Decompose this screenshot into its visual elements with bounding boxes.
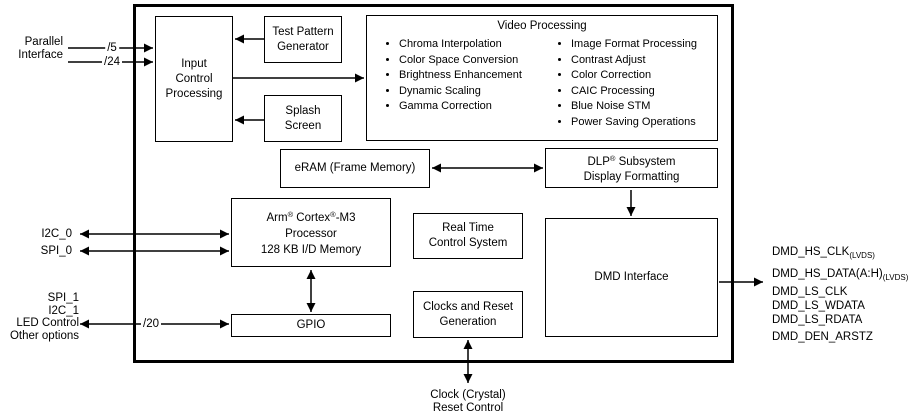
signal-label-line2: Reset Control <box>432 402 504 414</box>
video-feature-list-left: Chroma Interpolation Color Space Convers… <box>367 37 539 131</box>
dlp-word: DLP <box>587 156 610 168</box>
signal-i2c0: I2C_0 <box>41 228 72 240</box>
signal-dmd-ls-wdata: DMD_LS_WDATA <box>772 300 865 312</box>
block-label-line2: Display Formatting <box>583 171 680 183</box>
block-label-line2: Processor <box>285 228 337 240</box>
block-gpio: GPIO <box>231 314 391 337</box>
signal-other-options: Other options <box>9 329 79 342</box>
signal-name: DMD_LS_WDATA <box>772 300 865 312</box>
signal-name: DMD_LS_CLK <box>772 286 848 298</box>
block-test-pattern-generator: Test Pattern Generator <box>264 16 342 63</box>
block-splash-screen: Splash Screen <box>264 95 342 142</box>
signal-spi1: SPI_1 <box>47 292 79 304</box>
signal-dmd-ls-rdata: DMD_LS_RDATA <box>772 314 862 326</box>
block-video-processing: Video Processing Chroma Interpolation Co… <box>366 15 718 141</box>
video-feature-item: Color Correction <box>571 68 717 84</box>
registered-trademark-icon: ® <box>609 154 616 163</box>
bus-width-label-20: /20 <box>141 318 161 330</box>
block-dmd-interface: DMD Interface <box>545 218 718 337</box>
video-feature-item: Dynamic Scaling <box>399 84 539 100</box>
video-feature-item: CAIC Processing <box>571 84 717 100</box>
block-label-line1: DLP® Subsystem <box>588 151 676 170</box>
video-feature-item: Brightness Enhancement <box>399 68 539 84</box>
block-label: GPIO <box>296 319 326 331</box>
signal-dmd-den-arstz: DMD_DEN_ARSTZ <box>772 331 873 343</box>
signal-group-spi1-i2c1-led: SPI_1 I2C_1 LED Control Other options <box>0 292 79 342</box>
block-clocks-and-reset-generation: Clocks and Reset Generation <box>413 291 523 338</box>
video-feature-item: Contrast Adjust <box>571 53 717 69</box>
block-dlp-subsystem-display-formatting: DLP® Subsystem Display Formatting <box>545 148 718 188</box>
block-label-line3: 128 KB I/D Memory <box>260 244 362 256</box>
video-processing-title: Video Processing <box>497 20 587 32</box>
block-label-line2: Control System <box>428 237 508 249</box>
registered-trademark-icon: ® <box>330 210 336 219</box>
signal-dmd-hs-data: DMD_HS_DATA(A:H)(LVDS) <box>772 268 908 282</box>
block-label: Splash Screen <box>284 104 322 132</box>
signal-dmd-ls-clk: DMD_LS_CLK <box>772 286 847 298</box>
video-feature-item: Image Format Processing <box>571 37 717 53</box>
block-label-line1: Arm® Cortex®-M3 <box>266 207 355 226</box>
video-feature-item: Blue Noise STM <box>571 99 717 115</box>
registered-trademark-icon: ® <box>287 210 294 219</box>
video-feature-item: Gamma Correction <box>399 99 539 115</box>
signal-subscript: (LVDS) <box>882 273 909 282</box>
signal-name: DMD_LS_RDATA <box>772 314 863 326</box>
block-label: DMD Interface <box>594 271 669 283</box>
signal-label-line2: Interface <box>18 48 63 61</box>
arm-word: Arm <box>266 212 288 224</box>
block-real-time-control-system: Real Time Control System <box>413 213 523 259</box>
bus-width-label-24: /24 <box>102 56 122 68</box>
signal-label-line1: Parallel <box>24 36 63 48</box>
controller-boundary <box>133 4 734 363</box>
signal-led-control: LED Control <box>16 317 79 329</box>
block-arm-cortex-m3-processor: Arm® Cortex®-M3 Processor 128 KB I/D Mem… <box>231 198 391 267</box>
block-label: Input Control Processing <box>165 57 223 100</box>
cortex-word: Cortex <box>293 212 331 224</box>
subsystem-word: Subsystem <box>615 156 676 168</box>
signal-clock-crystal-reset-control: Clock (Crystal) Reset Control <box>398 389 538 415</box>
block-eram-frame-memory: eRAM (Frame Memory) <box>280 149 430 188</box>
signal-parallel-interface: Parallel Interface <box>0 36 63 61</box>
signal-i2c1: I2C_1 <box>48 304 79 317</box>
video-processing-feature-columns: Chroma Interpolation Color Space Convers… <box>367 34 717 131</box>
signal-name: DMD_DEN_ARSTZ <box>772 331 873 343</box>
video-feature-list-right: Image Format Processing Contrast Adjust … <box>539 37 717 131</box>
bus-width-label-5: /5 <box>105 42 119 54</box>
block-label-line1: Real Time <box>442 222 494 234</box>
video-feature-item: Chroma Interpolation <box>399 37 539 53</box>
block-input-control-processing: Input Control Processing <box>155 16 233 142</box>
block-label: eRAM (Frame Memory) <box>294 162 416 174</box>
signal-dmd-hs-clk: DMD_HS_CLK(LVDS) <box>772 246 875 260</box>
signal-spi0: SPI_0 <box>40 245 72 257</box>
signal-label-line1: Clock (Crystal) <box>430 389 506 401</box>
signal-name: DMD_HS_DATA(A:H) <box>772 268 883 280</box>
block-label: Test Pattern Generator <box>272 26 334 53</box>
signal-name: DMD_HS_CLK <box>772 246 850 258</box>
m3-word: -M3 <box>335 212 356 224</box>
block-label-line1: Clocks and Reset <box>422 300 514 313</box>
video-feature-item: Power Saving Operations <box>571 115 717 131</box>
video-feature-item: Color Space Conversion <box>399 53 539 69</box>
signal-subscript: (LVDS) <box>849 251 875 260</box>
block-label-line2: Generation <box>439 315 497 328</box>
